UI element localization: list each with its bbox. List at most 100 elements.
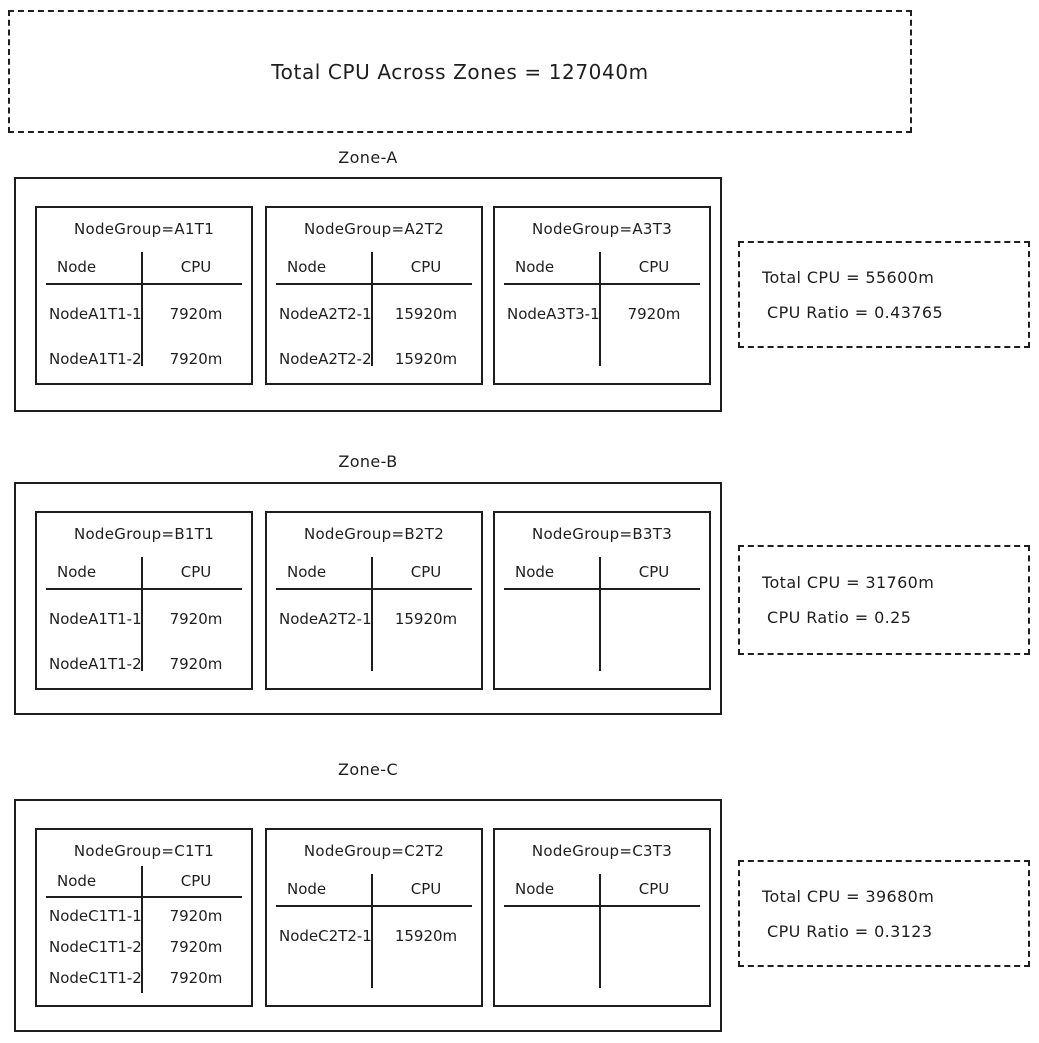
summary-cpu-ratio: CPU Ratio = 0.43765 [767, 302, 944, 322]
column-header-node: Node [287, 880, 327, 898]
table-row: NodeA1T1-1 7920m [37, 596, 251, 641]
table-rows: NodeA2T2-1 15920m NodeA2T2-2 15920m [267, 291, 481, 381]
zone-a-label: Zone-A [338, 148, 398, 167]
nodegroup-title: NodeGroup=B1T1 [73, 525, 215, 543]
table-row: NodeC1T1-2 7920m [37, 962, 251, 993]
node-name: NodeA2T2-1 [279, 609, 372, 628]
nodegroup-box-a2t2: NodeGroup=A2T2 Node CPU NodeA2T2-1 15920… [265, 206, 483, 385]
table-row: NodeC2T2-1 15920m [267, 913, 481, 958]
header-divider-line [504, 905, 700, 907]
nodegroup-title: NodeGroup=A1T1 [73, 220, 215, 238]
nodegroup-box-a1t1: NodeGroup=A1T1 Node CPU NodeA1T1-1 7920m… [35, 206, 253, 385]
table-rows: NodeA3T3-1 7920m [495, 291, 709, 336]
total-cpu-across-zones-text: Total CPU Across Zones = 127040m [271, 59, 649, 84]
table-header: Node CPU [267, 874, 481, 904]
node-cpu-table: Node CPU NodeA2T2-1 15920m [267, 557, 481, 688]
column-divider-line [599, 252, 601, 366]
nodegroup-title: NodeGroup=B3T3 [531, 525, 673, 543]
nodegroup-box-c1t1: NodeGroup=C1T1 Node CPU NodeC1T1-1 7920m… [35, 828, 253, 1007]
zone-b-label: Zone-B [338, 452, 398, 471]
header-divider-line [276, 905, 472, 907]
node-name: NodeA1T1-1 [49, 609, 142, 628]
table-row: NodeA2T2-2 15920m [267, 336, 481, 381]
zone-b-box: NodeGroup=B1T1 Node CPU NodeA1T1-1 7920m… [14, 482, 722, 715]
column-header-cpu: CPU [638, 563, 670, 581]
table-row: NodeA2T2-1 15920m [267, 596, 481, 641]
table-row: NodeA3T3-1 7920m [495, 291, 709, 336]
column-header-cpu: CPU [410, 880, 442, 898]
node-name: NodeC1T1-2 [49, 937, 142, 956]
nodegroup-title: NodeGroup=C1T1 [73, 842, 215, 860]
table-row: NodeA2T2-1 15920m [267, 291, 481, 336]
header-divider-line [276, 588, 472, 590]
node-cpu: 7920m [169, 304, 223, 323]
table-header: Node CPU [37, 557, 251, 587]
node-cpu-table: Node CPU NodeA3T3-1 7920m [495, 252, 709, 383]
node-cpu-table: Node CPU NodeA1T1-1 7920m NodeA1T1-2 792… [37, 557, 251, 688]
node-cpu: 7920m [169, 349, 223, 368]
node-cpu: 15920m [394, 349, 458, 368]
column-divider-line [599, 557, 601, 671]
table-rows: NodeA2T2-1 15920m [267, 596, 481, 641]
nodegroup-title: NodeGroup=B2T2 [303, 525, 445, 543]
summary-total-cpu: Total CPU = 31760m [762, 573, 935, 592]
node-cpu-table: Node CPU NodeA1T1-1 7920m NodeA1T1-2 792… [37, 252, 251, 383]
table-row: NodeA1T1-2 7920m [37, 336, 251, 381]
table-row: NodeA1T1-1 7920m [37, 291, 251, 336]
nodegroup-box-a3t3: NodeGroup=A3T3 Node CPU NodeA3T3-1 7920m [493, 206, 711, 385]
column-header-node: Node [287, 563, 327, 581]
column-header-cpu: CPU [180, 258, 212, 276]
header-divider-line [504, 283, 700, 285]
node-cpu: 15920m [394, 609, 458, 628]
node-cpu-table: Node CPU NodeA2T2-1 15920m NodeA2T2-2 15… [267, 252, 481, 383]
header-divider-line [46, 896, 242, 898]
nodegroup-box-c2t2: NodeGroup=C2T2 Node CPU NodeC2T2-1 15920… [265, 828, 483, 1007]
nodegroup-title: NodeGroup=A2T2 [303, 220, 445, 238]
table-header: Node CPU [267, 557, 481, 587]
table-header: Node CPU [495, 557, 709, 587]
column-header-cpu: CPU [410, 563, 442, 581]
column-header-node: Node [287, 258, 327, 276]
table-rows: NodeA1T1-1 7920m NodeA1T1-2 7920m [37, 291, 251, 381]
zone-c-box: NodeGroup=C1T1 Node CPU NodeC1T1-1 7920m… [14, 799, 722, 1032]
node-cpu: 7920m [169, 906, 223, 925]
column-header-cpu: CPU [638, 880, 670, 898]
node-cpu: 7920m [169, 654, 223, 673]
node-cpu: 7920m [169, 609, 223, 628]
column-header-node: Node [515, 258, 555, 276]
summary-total-cpu: Total CPU = 39680m [762, 886, 935, 906]
column-header-cpu: CPU [638, 258, 670, 276]
node-cpu-table: Node CPU [495, 874, 709, 1005]
column-header-cpu: CPU [410, 258, 442, 276]
table-row: NodeA1T1-2 7920m [37, 641, 251, 686]
column-header-node: Node [57, 871, 97, 890]
column-header-node: Node [515, 563, 555, 581]
zone-c-summary-box: Total CPU = 39680m CPU Ratio = 0.3123 [738, 860, 1030, 967]
header-divider-line [46, 588, 242, 590]
column-header-cpu: CPU [180, 563, 212, 581]
node-cpu-table: Node CPU NodeC2T2-1 15920m [267, 874, 481, 1005]
table-header: Node CPU [37, 252, 251, 282]
header-divider-line [46, 283, 242, 285]
table-rows: NodeC2T2-1 15920m [267, 913, 481, 958]
nodegroup-box-c3t3: NodeGroup=C3T3 Node CPU [493, 828, 711, 1007]
node-cpu: 7920m [169, 968, 223, 987]
zone-c-label: Zone-C [337, 760, 399, 779]
node-name: NodeA2T2-1 [279, 304, 372, 323]
table-header: Node CPU [495, 874, 709, 904]
summary-cpu-ratio: CPU Ratio = 0.3123 [767, 921, 933, 941]
node-name: NodeC2T2-1 [279, 926, 372, 945]
node-cpu: 15920m [394, 926, 458, 945]
table-rows: NodeA1T1-1 7920m NodeA1T1-2 7920m [37, 596, 251, 686]
column-header-node: Node [515, 880, 555, 898]
table-header: Node CPU [37, 866, 251, 895]
node-name: NodeA1T1-1 [49, 304, 142, 323]
node-cpu: 7920m [627, 304, 681, 323]
node-cpu-table: Node CPU [495, 557, 709, 688]
node-cpu-table: Node CPU NodeC1T1-1 7920m NodeC1T1-2 792… [37, 866, 251, 1005]
column-header-cpu: CPU [180, 871, 212, 890]
column-divider-line [371, 557, 373, 671]
nodegroup-title: NodeGroup=C2T2 [303, 842, 445, 860]
node-name: NodeA3T3-1 [507, 304, 600, 323]
